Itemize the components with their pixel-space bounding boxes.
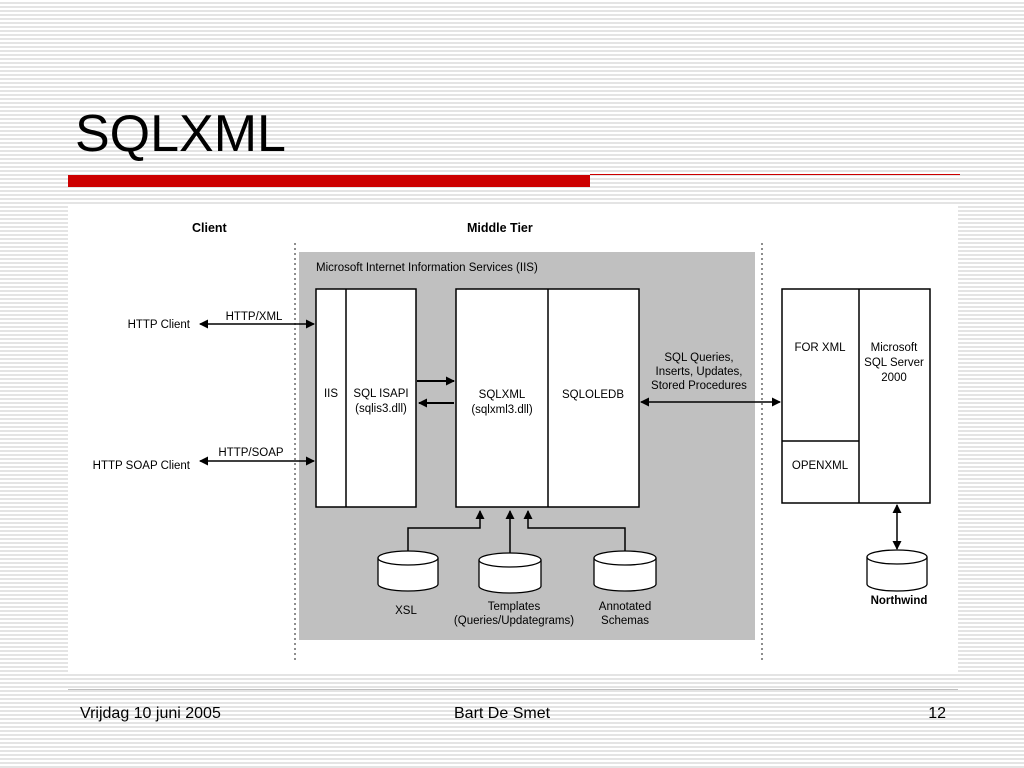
iis-panel-title: Microsoft Internet Information Services … [316, 262, 538, 274]
footer-page-number: 12 [928, 705, 946, 722]
sql-isapi-label: SQL ISAPI [353, 388, 408, 400]
http-soap-label: HTTP/SOAP [218, 447, 284, 459]
annotated-schemas-database-icon [593, 550, 657, 592]
sql-queries-label-1: SQL Queries, [664, 352, 733, 364]
xsl-database-icon [377, 550, 439, 592]
templates-database-icon [478, 552, 542, 594]
xsl-label: XSL [395, 605, 417, 617]
footer-date: Vrijdag 10 juni 2005 [80, 705, 221, 722]
architecture-diagram: Client Middle Tier Microsoft Internet In… [68, 205, 958, 672]
northwind-label: Northwind [871, 595, 928, 607]
templates-label-1: Templates [488, 601, 541, 613]
sql-server-label-3: 2000 [881, 372, 907, 384]
for-xml-label: FOR XML [794, 342, 846, 354]
sql-server-box [781, 288, 931, 504]
sql-queries-label-2: Inserts, Updates, [656, 366, 743, 378]
sqlxml-label: SQLXML [479, 389, 526, 401]
sqloledb-label: SQLOLEDB [562, 389, 624, 401]
iis-label: IIS [324, 388, 338, 400]
sqlxml-dll-label: (sqlxml3.dll) [471, 404, 533, 416]
openxml-label: OPENXML [792, 460, 849, 472]
footer-author: Bart De Smet [454, 705, 551, 722]
templates-label-2: (Queries/Updategrams) [454, 615, 574, 627]
schemas-label-2: Schemas [601, 615, 649, 627]
footer-divider [68, 689, 958, 690]
http-client-label: HTTP Client [128, 319, 191, 331]
schemas-connector [523, 510, 626, 551]
title-divider-line [590, 174, 960, 175]
client-header: Client [192, 221, 228, 235]
middle-tier-header: Middle Tier [467, 221, 533, 235]
schemas-label-1: Annotated [599, 601, 651, 613]
iis-isapi-box [315, 288, 417, 508]
http-soap-client-label: HTTP SOAP Client [93, 460, 191, 472]
slide-title: SQLXML [75, 105, 286, 163]
sql-server-label-1: Microsoft [871, 342, 918, 354]
xsl-connector [407, 510, 485, 551]
sql-server-label-2: SQL Server [864, 357, 924, 369]
sql-queries-label-3: Stored Procedures [651, 380, 747, 392]
northwind-database-icon [866, 549, 928, 592]
http-xml-label: HTTP/XML [226, 311, 283, 323]
title-accent-bar [68, 175, 590, 187]
sql-isapi-dll-label: (sqlis3.dll) [355, 403, 407, 415]
